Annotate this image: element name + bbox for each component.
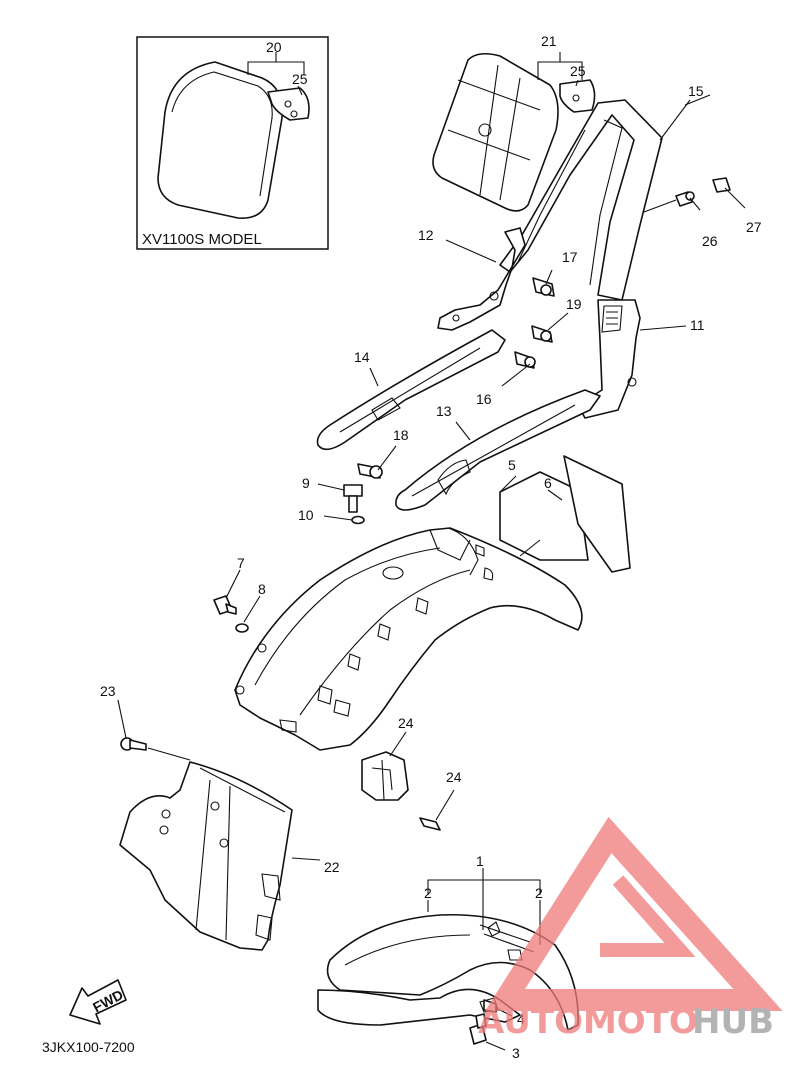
callout-9: 9: [302, 475, 310, 491]
callout-21: 23: [100, 683, 116, 699]
bracket-22: [361, 751, 409, 801]
callout-25: 25: [570, 63, 586, 79]
backrest-frame: [499, 99, 663, 301]
bolt-17: [532, 277, 555, 297]
washer-8: [235, 623, 249, 633]
callout-5: 5: [508, 457, 516, 473]
bolt-21: [120, 737, 147, 751]
screw-23: [419, 817, 441, 831]
watermark-part2: HUB: [692, 1002, 774, 1042]
callout-17: 17: [562, 249, 578, 265]
bolt-7: [213, 595, 237, 615]
callout-22: 24: [398, 715, 414, 731]
callout-7: 7: [237, 555, 245, 571]
plate-6: [563, 455, 631, 573]
inset-box: 20 25 XV1100S MODEL: [136, 36, 329, 250]
leader-lines: [117, 94, 746, 1051]
callout-3: 3: [512, 1045, 520, 1061]
callout-11: 11: [690, 317, 705, 333]
callout-4: 4: [517, 1011, 525, 1027]
callout-2-right: 2: [535, 885, 543, 901]
bolt-9: [343, 484, 363, 513]
bolt-19: [531, 325, 553, 343]
grab-bar-13: [395, 389, 601, 511]
front-fender: [317, 913, 579, 1031]
diagram-code: 3JKX100-7200: [42, 1039, 135, 1055]
bolt-16: [514, 351, 536, 369]
callout-6: 6: [544, 475, 552, 491]
callout-2-left: 2: [424, 885, 432, 901]
inner-fender-20: [119, 761, 293, 951]
watermark-logo: AUTOMOTO HUB: [478, 816, 783, 1042]
callout-24: 21: [541, 33, 557, 49]
callout-16: 16: [476, 391, 492, 407]
callout-27: 27: [746, 219, 762, 235]
callout-8: 8: [258, 581, 266, 597]
bolt-26: [675, 191, 695, 207]
bracket-12: [437, 227, 526, 331]
side-bracket-11: [577, 299, 641, 419]
backrest-pad: 21 25: [432, 33, 596, 212]
callout-13: 13: [436, 403, 452, 419]
callout-12: 12: [418, 227, 434, 243]
callout-labels: 1 2 2 3 4 5 6 7 8 9 10 11 12 13 14 15 16…: [100, 83, 762, 1061]
callout-26: 26: [702, 233, 718, 249]
rear-fender: [234, 527, 583, 751]
inset-label: XV1100S MODEL: [142, 231, 262, 248]
callout-1: 1: [476, 853, 484, 869]
callout-19: 19: [566, 296, 582, 312]
bolt-18: [357, 463, 383, 479]
callout-10: 10: [298, 507, 314, 523]
callout-14: 14: [354, 349, 370, 365]
bolt-3: [469, 1013, 487, 1045]
callout-18: 18: [393, 427, 409, 443]
callout-25-inset: 25: [292, 71, 308, 87]
callout-24-inset: 20: [266, 39, 282, 55]
callout-23: 24: [446, 769, 462, 785]
callout-15: 15: [688, 83, 704, 99]
watermark-part1: AUTOMOTO: [478, 1002, 698, 1042]
callout-20: 22: [324, 859, 340, 875]
washer-10: [351, 515, 365, 525]
plate-5: [499, 471, 589, 561]
fwd-arrow: FWD: [69, 979, 127, 1025]
grab-bar-14: [316, 329, 506, 451]
